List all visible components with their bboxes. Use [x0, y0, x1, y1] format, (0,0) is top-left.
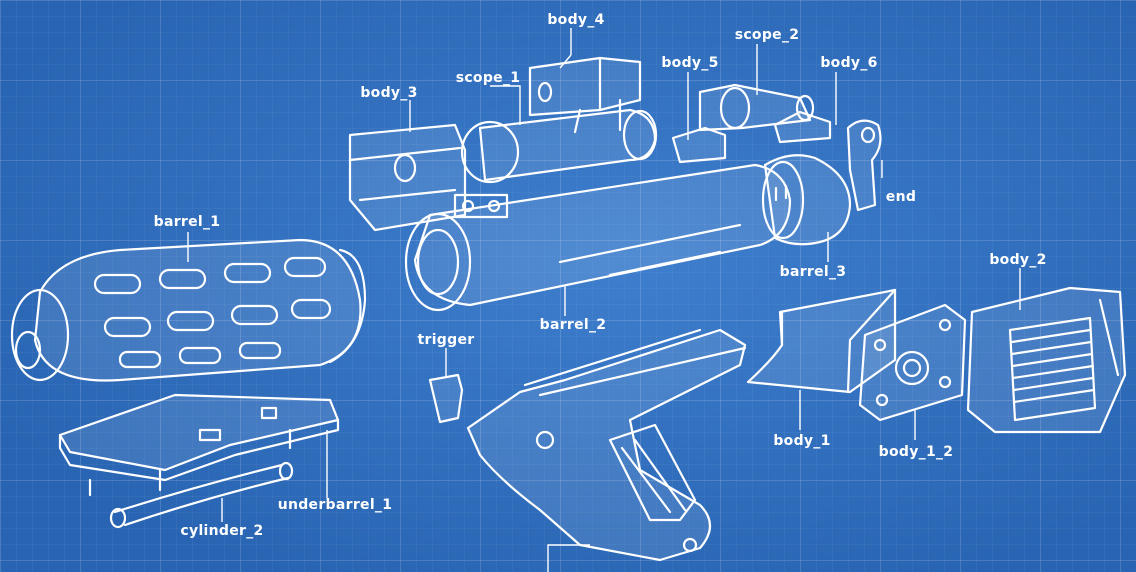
part-grip-assembly [466, 328, 747, 562]
part-cylinder-2 [109, 461, 294, 529]
label-body-1: body_1 [773, 433, 830, 449]
label-body-4: body_4 [547, 12, 604, 28]
label-barrel-1: barrel_1 [154, 214, 221, 230]
part-trigger [428, 373, 464, 424]
label-barrel-2: barrel_2 [540, 317, 607, 333]
label-body-5: body_5 [661, 55, 718, 71]
part-body-4 [528, 56, 642, 134]
leader-lines [187, 28, 1021, 572]
label-body-1-2: body_1_2 [879, 444, 954, 460]
label-scope-2: scope_2 [735, 27, 800, 43]
part-labels: body_4 scope_2 body_5 body_6 scope_1 bod… [154, 12, 1047, 539]
label-body-3: body_3 [360, 85, 417, 101]
part-scope-1 [460, 108, 658, 184]
part-barrel-3 [761, 154, 852, 246]
part-body-5 [671, 126, 727, 164]
label-barrel-3: barrel_3 [780, 264, 847, 280]
part-body-1 [746, 288, 897, 394]
label-trigger: trigger [418, 332, 475, 348]
label-underbarrel-1: underbarrel_1 [278, 497, 393, 513]
part-body-2 [966, 286, 1127, 434]
part-end [846, 119, 882, 212]
label-end: end [886, 189, 916, 205]
label-cylinder-2: cylinder_2 [180, 523, 263, 539]
label-body-6: body_6 [820, 55, 877, 71]
part-barrel-1 [10, 238, 367, 382]
label-scope-1: scope_1 [456, 70, 521, 86]
part-body-1-2 [858, 303, 967, 422]
part-underbarrel-1 [58, 393, 340, 497]
part-body-6 [773, 110, 832, 144]
part-body-3 [348, 123, 467, 232]
label-body-2: body_2 [989, 252, 1046, 268]
